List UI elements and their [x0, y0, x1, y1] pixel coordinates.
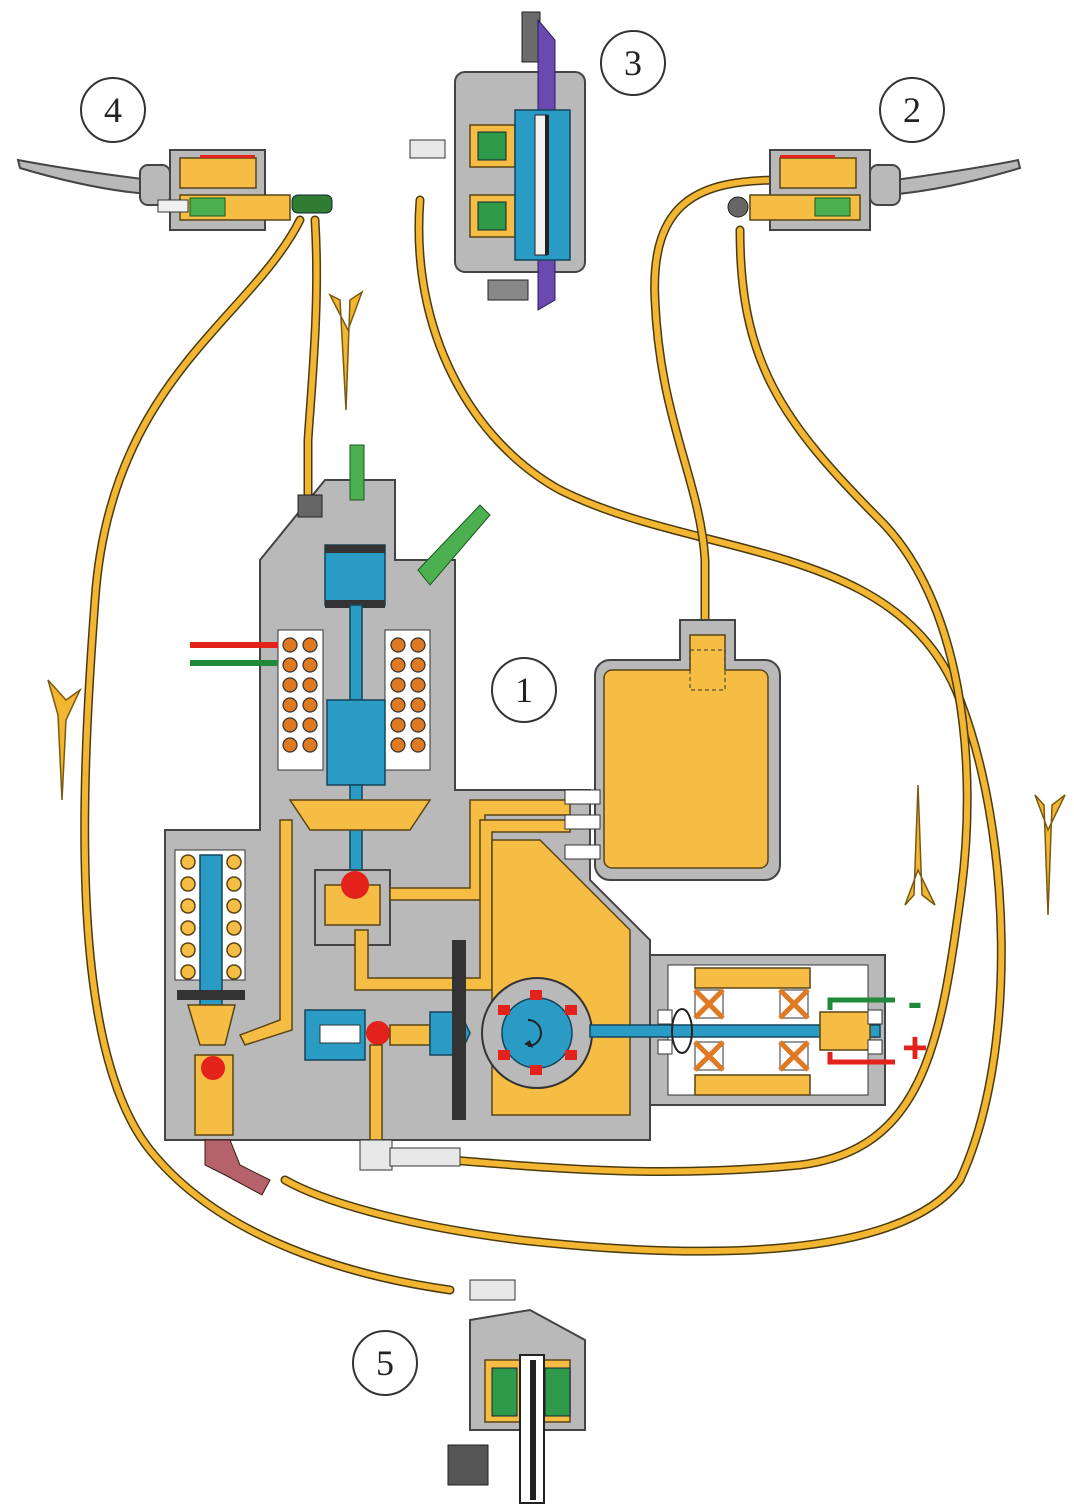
master-cylinder-lever-2	[727, 149, 1022, 231]
abs-modulator-1	[164, 444, 651, 1196]
svg-text:1: 1	[515, 670, 533, 710]
outlet-fitting-right	[359, 1139, 393, 1171]
svg-text:3: 3	[624, 43, 642, 83]
arrow-down-left	[47, 679, 82, 801]
label-4: 4	[80, 77, 146, 143]
brake-lever-left	[16, 158, 162, 197]
label-5: 5	[352, 1330, 418, 1396]
pump-rollers	[498, 990, 577, 1075]
outlet-fitting-left	[204, 1139, 271, 1196]
arrow-up-right	[904, 784, 936, 906]
check-ball-accumulator	[201, 1056, 225, 1080]
arrow-down-far-right	[1034, 794, 1066, 916]
terminal-positive-wire	[827, 1052, 895, 1065]
rear-caliper-5	[447, 1279, 586, 1504]
svg-text:2: 2	[903, 90, 921, 130]
coil-windings	[282, 637, 426, 753]
divider-piston	[452, 940, 466, 1120]
label-2: 2	[879, 77, 945, 143]
svg-text:5: 5	[376, 1343, 394, 1383]
label-1: 1	[491, 657, 557, 723]
pump-motor: - +	[589, 954, 928, 1106]
pump-rotor	[501, 997, 573, 1069]
fluid-reservoir	[564, 619, 781, 881]
accumulator-spring-balls	[180, 854, 242, 980]
terminal-negative-wire	[827, 997, 895, 1010]
motor-negative-sign: -	[908, 978, 923, 1027]
master-cylinder-lever-4	[16, 149, 333, 231]
svg-text:4: 4	[104, 90, 122, 130]
arrow-down-center	[328, 290, 364, 411]
flow-arrows	[47, 290, 1066, 916]
label-3: 3	[600, 30, 666, 96]
brake-hoses	[80, 175, 1006, 1295]
front-caliper-3	[409, 11, 586, 311]
motor-positive-sign: +	[902, 1024, 928, 1073]
component-labels: 1 2 3 4 5	[80, 30, 945, 1396]
brake-lever-right	[883, 158, 1022, 197]
motor-shaft	[589, 1024, 881, 1038]
motor-bearings	[693, 988, 810, 1072]
check-ball-valve	[366, 1021, 390, 1045]
